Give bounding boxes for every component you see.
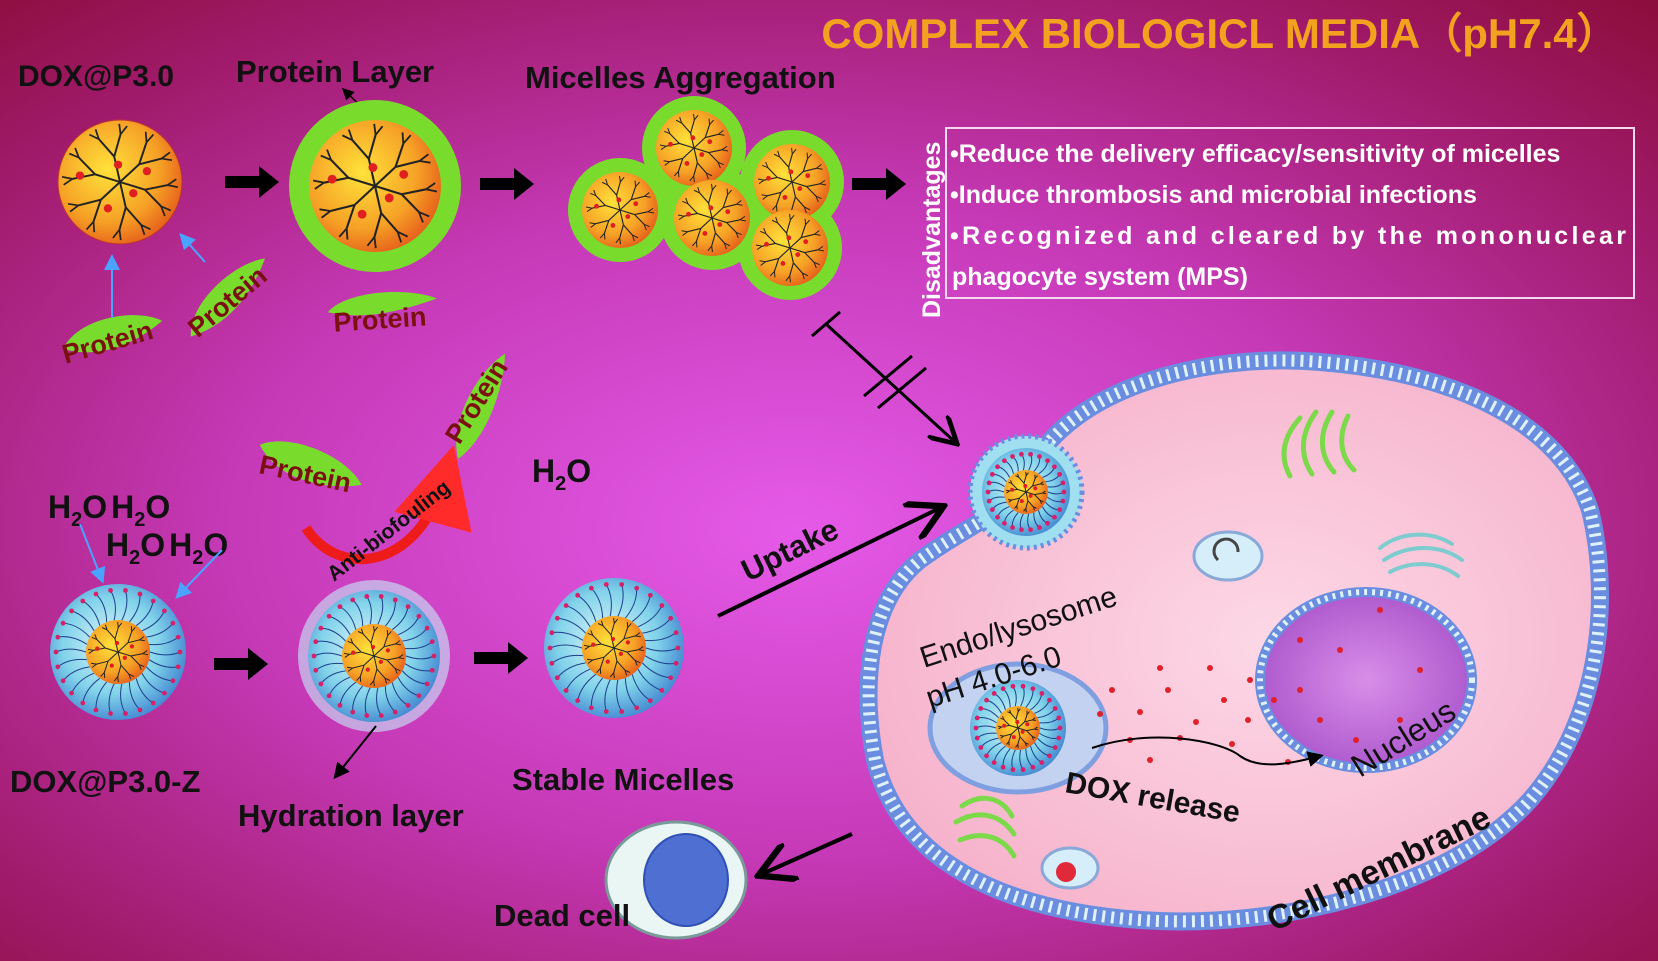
hydration-arrow [79, 523, 106, 584]
hydration-layer-pointer [333, 725, 377, 780]
step-arrow-icon [225, 166, 279, 198]
protein-icon: Protein [327, 292, 438, 338]
nucleus [1255, 587, 1477, 773]
aggregated-micelle [674, 180, 750, 256]
endolysosome [927, 661, 1109, 795]
disadvantage-item: •Recognized and cleared by the mononucle… [950, 222, 1626, 250]
stable-micelles-label: Stable Micelles [512, 762, 734, 797]
released-dox-particles [1097, 607, 1423, 765]
target-cell: Endo/lysosome pH 4.0-6.0 DOX release Nuc… [859, 351, 1609, 939]
disadvantages-box [945, 127, 1635, 299]
aggregated-micelle [754, 144, 830, 220]
micelles-aggregation-label: Micelles Aggregation [525, 60, 836, 95]
hydrated-micelle [298, 580, 450, 732]
uptake-arrow [717, 508, 940, 618]
micelles-aggregation-cluster [568, 96, 844, 300]
step-arrow-icon [474, 642, 528, 674]
disadvantage-item: •Induce thrombosis and microbial infecti… [950, 181, 1477, 209]
entering-micelle [967, 433, 1085, 551]
disadvantage-item: phagocyte system (MPS) [952, 263, 1248, 291]
protein-layer-label: Protein Layer [236, 54, 434, 89]
protein-coated-micelle [289, 100, 461, 272]
aggregated-micelle [752, 210, 828, 286]
dox-p30-z-label: DOX@P3.0-Z [10, 764, 200, 799]
vesicle-icon [1040, 846, 1100, 890]
step-arrow-icon [214, 648, 268, 680]
step-arrow-icon [480, 168, 534, 200]
golgi-icon [1281, 409, 1357, 479]
dead-cell-icon [604, 820, 748, 940]
protein-label: Protein [332, 301, 427, 337]
hydration-arrow [175, 549, 223, 599]
dox-p30-micelle [57, 119, 183, 245]
disadvantage-item: •Reduce the delivery efficacy/sensitivit… [950, 140, 1560, 168]
hydration-layer-label: Hydration layer [238, 798, 464, 833]
cell-membrane [862, 354, 1606, 928]
golgi-icon [953, 795, 1017, 859]
step-arrow-icon [852, 168, 906, 200]
death-arrow [762, 832, 853, 874]
diagram-title: COMPLEX BIOLOGICL MEDIA（pH7.4） [821, 10, 1618, 57]
anti-biofouling-arrow [301, 445, 472, 565]
vesicle-icon [1192, 530, 1264, 582]
stable-micelle [544, 578, 684, 718]
svg-text:H2O: H2O [532, 453, 591, 495]
dox-release-arrow [1091, 736, 1324, 767]
dox-p30-z-micelle [50, 584, 186, 720]
aggregated-micelle [582, 172, 658, 248]
blocked-uptake-arrow [811, 310, 955, 442]
aggregated-micelle [656, 110, 732, 186]
golgi-icon [1378, 532, 1464, 578]
disadvantages-heading: Disadvantages [918, 142, 946, 318]
dead-cell-label: Dead cell [494, 898, 630, 933]
dox-p30-label: DOX@P3.0 [18, 60, 174, 93]
disadvantages-panel: Disadvantages •Reduce the delivery effic… [918, 127, 1635, 318]
binding-arrow [179, 233, 206, 263]
